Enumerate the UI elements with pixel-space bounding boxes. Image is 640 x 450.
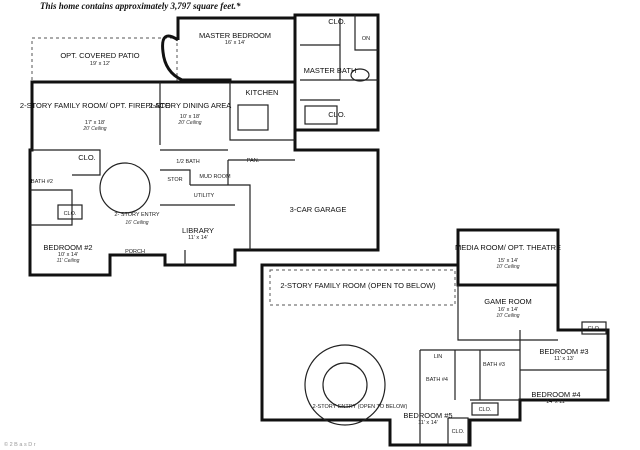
bedroom2-size: 10' x 14' <box>58 252 78 258</box>
master-bath-partitions <box>300 15 378 101</box>
storage-label: STOR <box>167 177 182 183</box>
master-bedroom-size: 16' x 14' <box>225 40 245 46</box>
entry-ceiling: 16' Ceiling <box>125 220 148 226</box>
clo-up1-box <box>581 321 607 335</box>
clo-b-label: CLO. <box>64 211 77 217</box>
second-floor: MEDIA ROOM/ OPT. THEATRE 15' x 14' 10' C… <box>260 228 610 447</box>
clo-up1-label: CLO. <box>588 326 601 332</box>
library-label: LIBRARY <box>182 226 214 235</box>
library-size: 11' x 14' <box>188 235 208 241</box>
master-bath-label: MASTER BATH <box>304 66 357 75</box>
upper-partitions <box>419 285 608 445</box>
game-room-label: GAME ROOM <box>484 297 532 306</box>
dining-label: 2-STORY DINING AREA <box>149 101 232 110</box>
mud-room-label: MUD ROOM <box>199 174 231 180</box>
clo-up2-label: CLO. <box>479 407 492 413</box>
first-floor: MASTER BEDROOM 16' x 14' CLO. ON MASTER … <box>20 13 380 277</box>
garage-label: 3-CAR GARAGE <box>290 205 347 214</box>
footer-note: © 2 B a s D r <box>4 441 36 448</box>
porch-label: PORCH <box>125 249 145 255</box>
family-room-ceiling: 20' Ceiling <box>82 126 106 132</box>
bedroom5-size: 11' x 14' <box>418 420 438 426</box>
clo-up2-box <box>471 402 499 416</box>
master-clo2-label: CLO. <box>328 110 346 119</box>
entry-label: 2- STORY ENTRY <box>114 212 159 218</box>
entry-stair-curve <box>99 162 151 214</box>
pantry-label: PAN. <box>247 158 260 164</box>
clo-a-label: CLO. <box>78 153 96 162</box>
bedroom5-label: BEDROOM #5 <box>403 411 452 420</box>
bedroom3-label: BEDROOM #3 <box>539 347 588 356</box>
bedroom3-size: 11' x 13' <box>554 356 574 362</box>
bedroom2-ceiling: 11' Ceiling <box>57 258 80 264</box>
utility-label: UTILITY <box>194 193 215 199</box>
bath2-label: BATH #2 <box>31 179 53 185</box>
dining-size: 10' x 18' <box>180 114 200 120</box>
game-room-ceiling: 10' Ceiling <box>496 313 519 319</box>
kitchen-label: KITCHEN <box>246 88 279 97</box>
bath3-label: BATH #3 <box>483 362 505 368</box>
interior-partitions <box>30 82 295 265</box>
media-room-label: MEDIA ROOM/ OPT. THEATRE <box>455 243 561 252</box>
master-bedroom-wall <box>176 16 295 40</box>
patio-label: OPT. COVERED PATIO <box>60 51 139 60</box>
family-room-label: 2-STORY FAMILY ROOM/ OPT. FIREPLACE <box>20 101 170 110</box>
upper-entry-label: 2-STORY ENTRY (OPEN TO BELOW) <box>313 404 408 410</box>
bedroom2-label: BEDROOM #2 <box>43 243 92 252</box>
upper-family-label: 2-STORY FAMILY ROOM (OPEN TO BELOW) <box>280 281 436 290</box>
main-body-wall <box>28 80 380 277</box>
media-room-ceiling: 10' Ceiling <box>496 264 519 270</box>
family-room-size: 17' x 18' <box>85 120 105 126</box>
bedroom4-size: 14' x 11' <box>546 399 566 405</box>
kitchen-island <box>237 104 269 131</box>
clo-up3-label: CLO. <box>452 429 465 435</box>
half-bath-label: 1/2 BATH <box>176 159 199 165</box>
patio-outline <box>31 37 178 83</box>
master-on-label: ON <box>362 36 370 42</box>
master-clo-label: CLO. <box>328 17 346 26</box>
clo-b-box <box>57 204 83 220</box>
master-clo2-box <box>304 105 338 125</box>
bath4-label: BATH #4 <box>426 377 448 383</box>
linen-label: LIN <box>434 354 443 360</box>
square-footage-caption: This home contains approximately 3,797 s… <box>40 1 241 11</box>
master-bedroom-label: MASTER BEDROOM <box>199 31 271 40</box>
bedroom4-label: BEDROOM #4 <box>531 390 580 399</box>
clo-up3-box <box>447 417 469 445</box>
dining-ceiling: 20' Ceiling <box>177 120 201 126</box>
patio-size: 19' x 12' <box>90 61 110 67</box>
upper-stair-inner <box>322 362 368 408</box>
media-room-size: 15' x 14' <box>498 258 518 264</box>
upper-stair-curve <box>304 344 386 426</box>
game-room-size: 16' x 14' <box>498 307 518 313</box>
family-open-below <box>269 269 456 306</box>
master-tub <box>350 68 370 82</box>
